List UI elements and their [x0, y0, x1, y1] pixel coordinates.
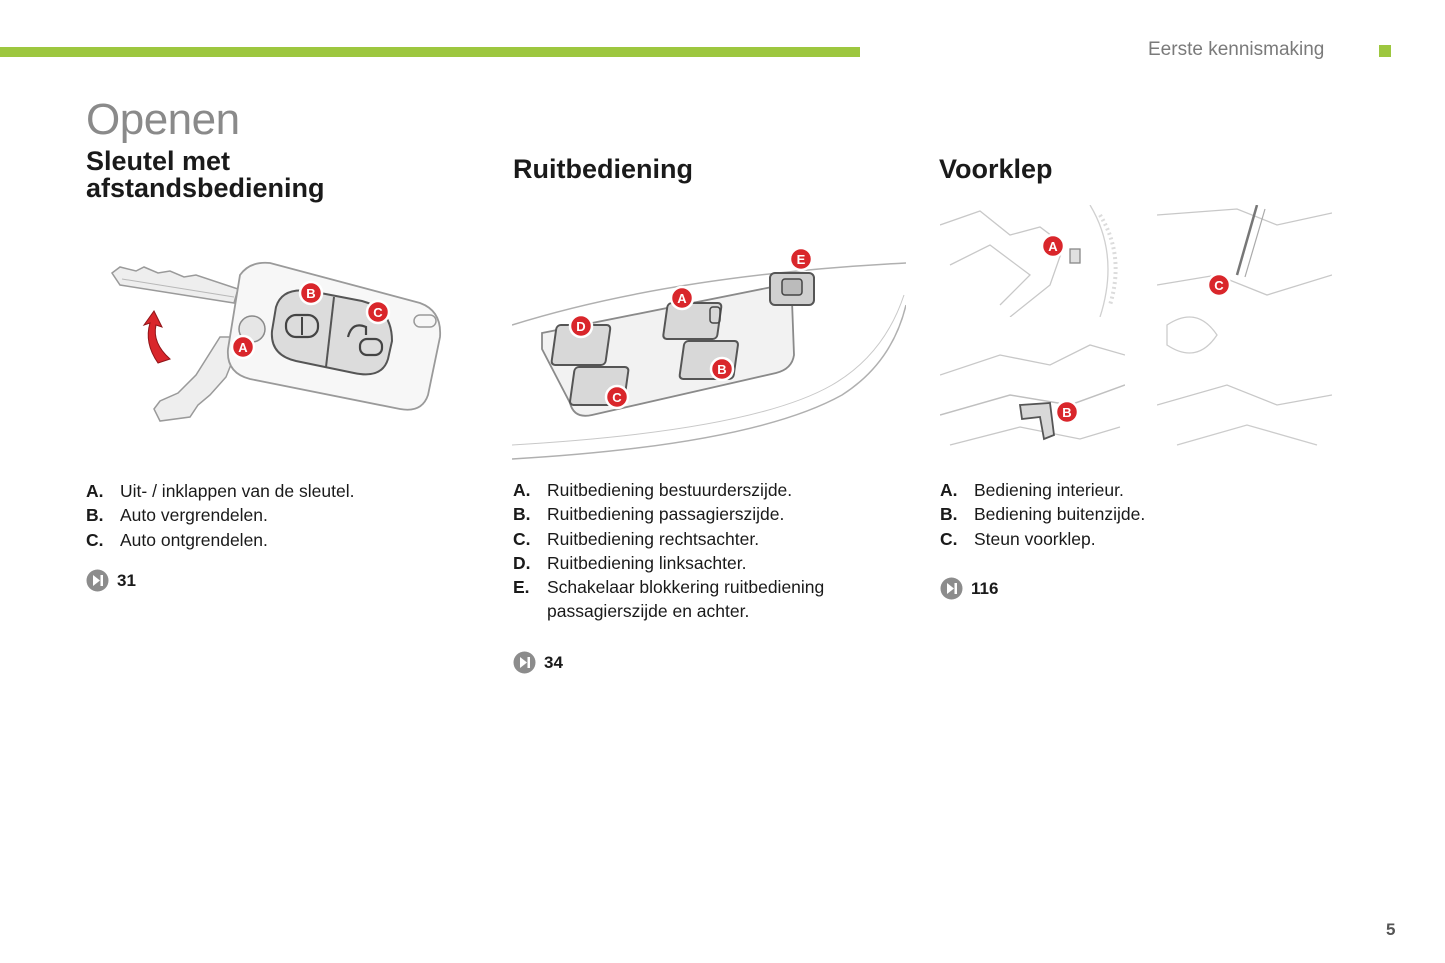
page-reference-icon [940, 577, 963, 600]
svg-text:C: C [1214, 278, 1224, 293]
section-heading-line2: afstandsbediening [86, 173, 325, 203]
svg-text:A: A [1048, 239, 1058, 254]
callout-b: B [298, 280, 324, 306]
header-accent-square [1379, 45, 1391, 57]
item-text: Auto ontgrendelen. [120, 529, 268, 550]
item-key: A. [940, 480, 958, 500]
list-item: B. Ruitbediening passagierszijde. [513, 502, 863, 526]
section-heading: Sleutel met afstandsbediening [86, 148, 486, 202]
list-item: C. Steun voorklep. [940, 527, 1340, 551]
callout-c: C [1206, 272, 1232, 298]
list-item: C. Auto ontgrendelen. [86, 528, 486, 552]
page-reference-number: 31 [117, 570, 136, 590]
section-heading: Ruitbediening [513, 154, 693, 184]
section-bonnet: Voorklep [939, 148, 1339, 183]
svg-text:B: B [1062, 405, 1071, 420]
svg-text:A: A [238, 340, 248, 355]
page-reference-number: 116 [971, 578, 999, 598]
item-text: Ruitbediening linksachter. [547, 552, 747, 573]
list-item: A. Ruitbediening bestuurderszijde. [513, 478, 863, 502]
header-section-title: Eerste kennismaking [1148, 39, 1325, 60]
callout-c: C [365, 299, 391, 325]
list-item: D. Ruitbediening linksachter. [513, 551, 863, 575]
window-controls-illustration: A B C D E [512, 246, 906, 460]
list-item: A. Bediening interieur. [940, 478, 1340, 502]
svg-text:B: B [717, 362, 726, 377]
bonnet-legend: A. Bediening interieur. B. Bediening buite… [940, 478, 1340, 551]
callout-a: A [669, 285, 695, 311]
item-key: A. [513, 480, 531, 500]
callout-b: B [709, 356, 735, 382]
svg-text:E: E [797, 252, 806, 267]
svg-text:B: B [306, 286, 315, 301]
bonnet-stay-illustration: C [1157, 205, 1332, 446]
page-reference[interactable]: 116 [940, 577, 998, 600]
svg-text:C: C [373, 305, 383, 320]
item-key: C. [86, 529, 104, 550]
svg-text:D: D [576, 319, 585, 334]
page-title: Openen [86, 95, 240, 144]
item-key: A. [86, 481, 104, 501]
callout-a: A [1040, 233, 1066, 259]
bonnet-interior-release-illustration: A [940, 205, 1118, 317]
item-text: Uit- / inklappen van de sleutel. [120, 481, 355, 501]
item-key: B. [940, 504, 958, 525]
item-text: Steun voorklep. [974, 528, 1096, 549]
item-key: B. [86, 505, 104, 526]
header-accent-bar [0, 47, 860, 57]
item-key: D. [513, 552, 531, 573]
page-reference-icon [86, 569, 109, 592]
item-text: Bediening interieur. [974, 480, 1124, 500]
callout-b: B [1054, 399, 1080, 425]
callout-a: A [230, 334, 256, 360]
page-reference-number: 34 [544, 652, 563, 672]
section-window-controls: Ruitbediening [513, 148, 913, 183]
item-text: Ruitbediening bestuurderszijde. [547, 480, 793, 500]
item-key: B. [513, 504, 531, 525]
item-key: C. [513, 528, 531, 549]
svg-text:C: C [612, 390, 622, 405]
svg-text:A: A [677, 291, 687, 306]
remote-key-legend: A. Uit- / inklappen van de sleutel. B. Aut… [86, 479, 486, 552]
section-remote-key: Sleutel met afstandsbediening [86, 148, 486, 202]
list-item: C. Ruitbediening rechtsachter. [513, 527, 863, 551]
page-reference[interactable]: 31 [86, 569, 136, 592]
bonnet-exterior-release-illustration: B [940, 344, 1125, 446]
item-key: C. [940, 528, 958, 549]
remote-key-illustration: A B C [110, 261, 442, 422]
item-text: Ruitbediening rechtsachter. [547, 528, 760, 549]
page-reference-icon [513, 651, 536, 674]
item-text: Auto vergrendelen. [120, 505, 268, 526]
item-key: E. [513, 577, 530, 598]
item-text: Ruitbediening passagierszijde. [547, 504, 785, 525]
item-text: Bediening buitenzijde. [974, 504, 1146, 525]
page-reference[interactable]: 34 [513, 651, 563, 674]
callout-d: D [568, 313, 594, 339]
list-item: B. Auto vergrendelen. [86, 503, 486, 527]
window-controls-legend: A. Ruitbediening bestuurderszijde. B. Ruit… [513, 478, 863, 624]
section-heading: Voorklep [939, 154, 1053, 184]
list-item: E. Schakelaar blokkering ruitbediening pa… [513, 575, 863, 624]
list-item: B. Bediening buitenzijde. [940, 502, 1340, 526]
callout-c: C [604, 384, 630, 410]
item-text: Schakelaar blokkering ruitbediening pass… [547, 577, 825, 622]
page-number: 5 [1386, 920, 1396, 939]
section-heading-line1: Sleutel met [86, 146, 231, 176]
list-item: A. Uit- / inklappen van de sleutel. [86, 479, 486, 503]
callout-e: E [788, 246, 814, 272]
